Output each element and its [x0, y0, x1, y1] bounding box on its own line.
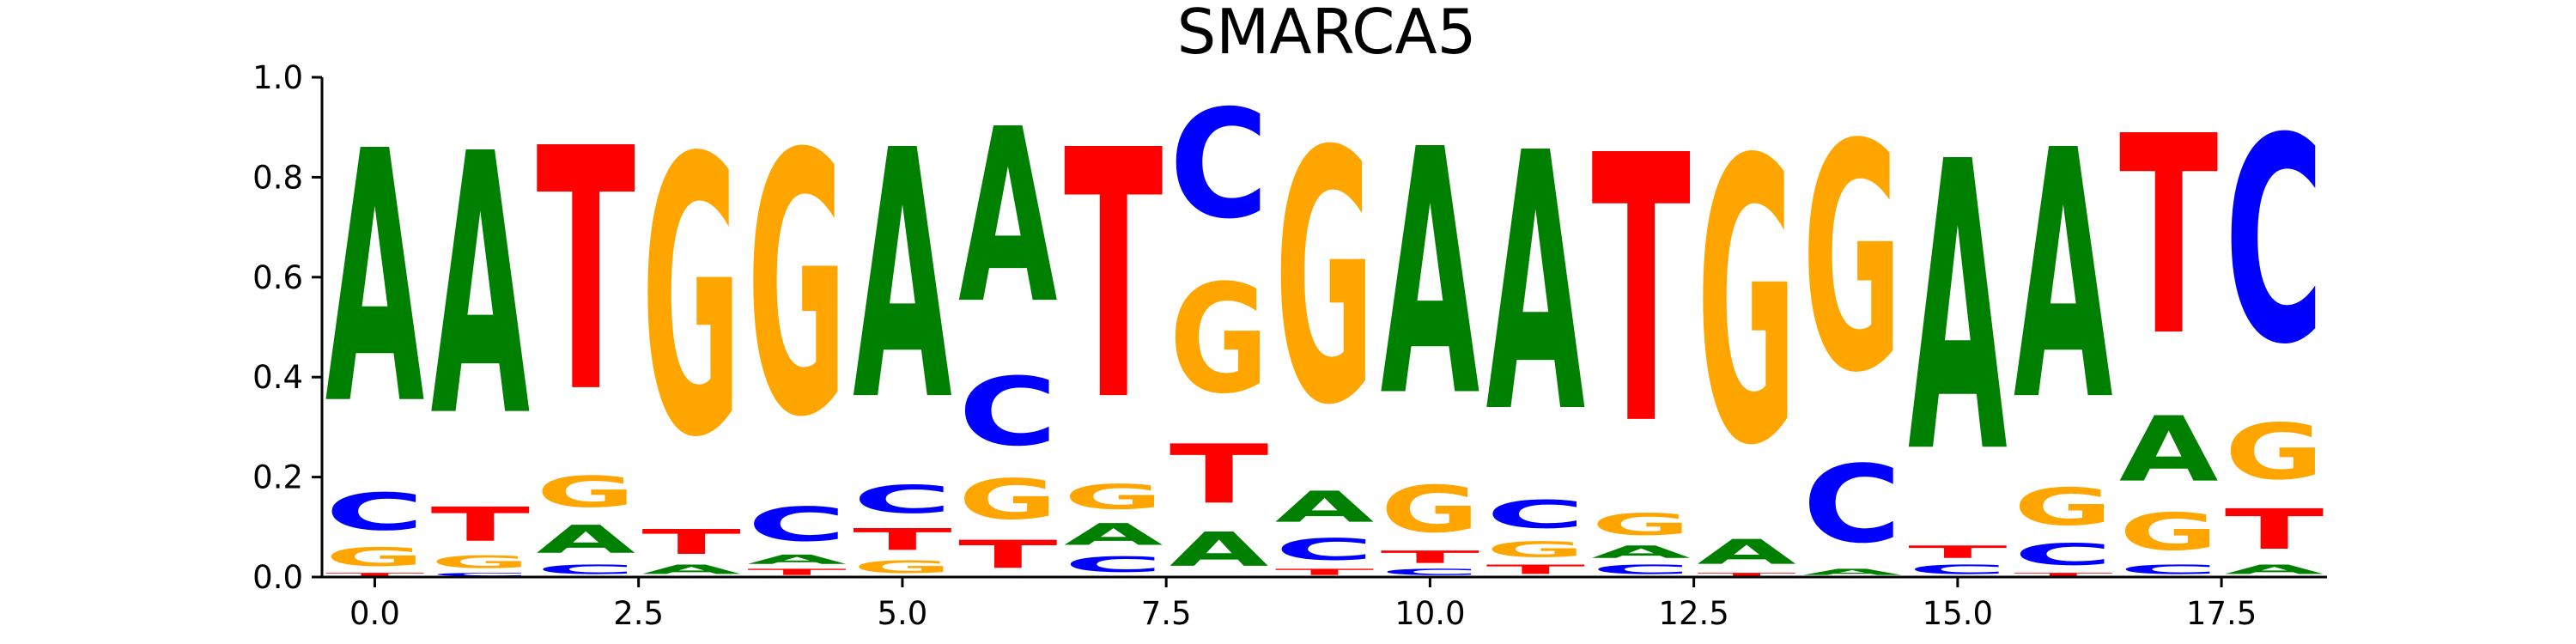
logo-letter-C-pos-18: C: [2225, 78, 2324, 407]
logo-letter-G-pos-18: G: [2225, 408, 2324, 497]
logo-letter-G-pos-1: G: [431, 552, 531, 572]
logo-letter-T-pos-15: T: [1908, 542, 2008, 562]
logo-letter-T-pos-1: T: [431, 497, 531, 552]
logo-letter-A-pos-15: A: [1908, 79, 2008, 541]
logo-letter-C-pos-17: C: [2119, 562, 2219, 577]
logo-letter-C-pos-5: C: [853, 477, 952, 522]
logo-letter-G-pos-14: G: [1802, 77, 1902, 440]
x-tick-label: 5.0: [877, 595, 927, 632]
logo-letter-A-pos-7: A: [1064, 517, 1163, 552]
logo-letter-C-pos-4: C: [747, 497, 847, 552]
logo-letter-A-pos-11: A: [1486, 79, 1587, 491]
logo-letter-G-pos-16: G: [2014, 477, 2113, 537]
y-tick-label: 1.0: [252, 59, 303, 96]
logo-letter-G-pos-5: G: [853, 557, 952, 577]
logo-letter-A-pos-18: A: [2225, 562, 2324, 577]
logo-letter-A-pos-4: A: [747, 552, 847, 567]
logo-letter-A-pos-3: A: [641, 562, 741, 577]
x-tick-label: 7.5: [1141, 595, 1192, 632]
logo-letter-C-pos-2: C: [536, 562, 635, 577]
logo-letter-T-pos-3: T: [641, 522, 741, 562]
logo-letter-A-pos-5: A: [853, 78, 953, 476]
y-tick-label: 0.6: [252, 259, 303, 296]
logo-letter-G-pos-13: G: [1697, 79, 1796, 532]
logo-letter-C-pos-9: C: [1275, 532, 1375, 568]
logo-letter-A-pos-10: A: [1381, 79, 1481, 471]
logo-letter-A-pos-9: A: [1275, 483, 1374, 532]
logo-letter-C-pos-10: C: [1381, 567, 1480, 577]
logo-letter-A-pos-0: A: [325, 78, 426, 481]
logo-letter-G-pos-0: G: [325, 542, 424, 572]
logo-stacks: TGCACGTACAGTATGTACGGTCATGCACAGTATGCTCAGC…: [325, 77, 2324, 577]
logo-letter-A-pos-6: A: [958, 78, 1057, 356]
logo-letter-C-pos-0: C: [325, 483, 425, 542]
x-tick-label: 2.5: [613, 595, 664, 632]
logo-letter-T-pos-10: T: [1381, 547, 1480, 567]
logo-letter-G-pos-4: G: [747, 78, 847, 496]
logo-letter-G-pos-7: G: [1064, 477, 1163, 517]
logo-letter-T-pos-7: T: [1064, 79, 1163, 477]
logo-letter-T-pos-0: T: [325, 572, 425, 577]
logo-letter-G-pos-9: G: [1275, 79, 1375, 482]
x-tick-label: 12.5: [1658, 595, 1728, 632]
logo-letter-C-pos-6: C: [958, 357, 1058, 467]
logo-letter-T-pos-11: T: [1486, 562, 1586, 577]
y-tick-label: 0.0: [252, 559, 303, 596]
logo-letter-G-pos-10: G: [1381, 472, 1479, 547]
logo-letter-A-pos-14: A: [1802, 567, 1902, 577]
y-tick-label: 0.4: [252, 359, 303, 396]
logo-letter-G-pos-2: G: [536, 467, 635, 517]
logo-letter-G-pos-17: G: [2119, 503, 2219, 562]
logo-letter-A-pos-1: A: [431, 78, 532, 495]
x-tick-label: 15.0: [1923, 595, 1993, 632]
logo-letter-G-pos-3: G: [641, 79, 741, 521]
logo-letter-C-pos-11: C: [1486, 493, 1586, 538]
logo-letter-G-pos-8: G: [1170, 253, 1268, 427]
logo-letter-T-pos-4: T: [747, 567, 847, 577]
logo-letter-T-pos-9: T: [1275, 567, 1375, 577]
logo-letter-A-pos-16: A: [2014, 78, 2114, 476]
x-tick-label: 10.0: [1394, 595, 1465, 632]
logo-letter-C-pos-12: C: [1591, 562, 1691, 577]
logo-letter-T-pos-18: T: [2225, 497, 2324, 562]
logo-letter-C-pos-14: C: [1802, 443, 1902, 568]
logo-letter-C-pos-7: C: [1064, 552, 1163, 577]
logo-letter-C-pos-16: C: [2014, 537, 2113, 572]
logo-letter-A-pos-12: A: [1591, 542, 1690, 562]
logo-letter-A-pos-8: A: [1170, 522, 1269, 577]
logo-letter-G-pos-12: G: [1591, 507, 1691, 542]
logo-letter-A-pos-17: A: [2119, 398, 2219, 502]
y-tick-label: 0.8: [252, 159, 303, 196]
logo-letter-G-pos-6: G: [958, 467, 1058, 532]
logo-letter-T-pos-17: T: [2119, 78, 2219, 397]
x-tick-label: 0.0: [349, 595, 400, 632]
logo-letter-A-pos-13: A: [1697, 532, 1795, 572]
axes: 0.0 0.2 0.4 0.6 0.8 1.0 0.0 2.5 5.0 7.5 10.0 12.5 15…: [252, 59, 2327, 632]
logo-letter-T-pos-2: T: [536, 78, 635, 466]
logo-letter-T-pos-12: T: [1591, 78, 1691, 506]
logo-letter-C-pos-8: C: [1170, 78, 1269, 252]
logo-letter-T-pos-5: T: [853, 522, 952, 556]
logo-letter-C-pos-1: C: [431, 572, 531, 577]
chart-title: SMARCA5: [1177, 0, 1477, 68]
logo-letter-A-pos-2: A: [536, 517, 635, 562]
logo-letter-T-pos-16: T: [2014, 572, 2113, 577]
logo-letter-G-pos-11: G: [1486, 537, 1586, 562]
logo-letter-T-pos-8: T: [1170, 428, 1269, 522]
x-tick-label: 17.5: [2186, 595, 2257, 632]
logo-letter-T-pos-13: T: [1697, 572, 1796, 577]
logo-letter-C-pos-15: C: [1908, 562, 2008, 577]
logo-letter-T-pos-6: T: [958, 532, 1058, 577]
y-tick-label: 0.2: [252, 459, 303, 496]
